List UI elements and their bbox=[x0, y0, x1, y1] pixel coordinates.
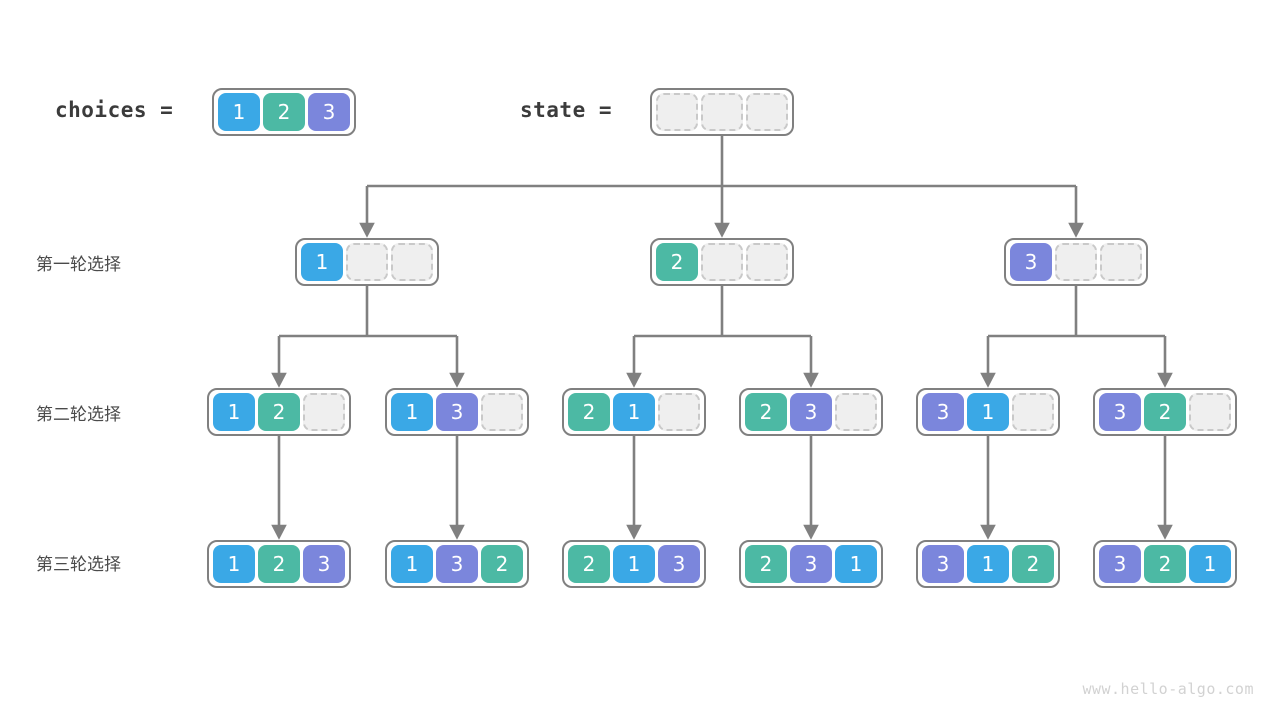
array-cell-value: 3 bbox=[658, 545, 700, 583]
array-cell-value: 1 bbox=[967, 545, 1009, 583]
array-cell-value: 3 bbox=[1010, 243, 1052, 281]
array-cell-empty bbox=[1100, 243, 1142, 281]
array-cell-value: 3 bbox=[790, 393, 832, 431]
array-cell-empty bbox=[1012, 393, 1054, 431]
array-cell-value: 2 bbox=[1144, 545, 1186, 583]
row-label-2: 第二轮选择 bbox=[36, 405, 121, 425]
array-cell-empty bbox=[746, 243, 788, 281]
array-cell-value: 2 bbox=[568, 393, 610, 431]
array-cell-empty bbox=[481, 393, 523, 431]
array-cell-empty bbox=[746, 93, 788, 131]
array-level1-n2: 2 bbox=[650, 238, 794, 286]
row-label-3: 第三轮选择 bbox=[36, 555, 121, 575]
array-cell-value: 1 bbox=[213, 393, 255, 431]
array-cell-value: 1 bbox=[1189, 545, 1231, 583]
array-cell-value: 1 bbox=[613, 545, 655, 583]
array-cell-value: 1 bbox=[301, 243, 343, 281]
array-cell-empty bbox=[701, 93, 743, 131]
array-cell-value: 1 bbox=[218, 93, 260, 131]
array-cell-value: 3 bbox=[1099, 393, 1141, 431]
array-cell-value: 1 bbox=[967, 393, 1009, 431]
array-cell-empty bbox=[303, 393, 345, 431]
array-cell-value: 2 bbox=[745, 393, 787, 431]
array-cell-value: 3 bbox=[303, 545, 345, 583]
array-cell-value: 3 bbox=[790, 545, 832, 583]
array-level1-n3: 3 bbox=[1004, 238, 1148, 286]
array-cell-value: 3 bbox=[436, 393, 478, 431]
array-cell-value: 1 bbox=[835, 545, 877, 583]
array-cell-value: 2 bbox=[258, 393, 300, 431]
array-cell-value: 1 bbox=[391, 393, 433, 431]
array-cell-value: 2 bbox=[745, 545, 787, 583]
array-cell-value: 1 bbox=[213, 545, 255, 583]
array-cell-value: 2 bbox=[568, 545, 610, 583]
array-cell-empty bbox=[658, 393, 700, 431]
array-cell-value: 2 bbox=[263, 93, 305, 131]
array-cell-empty bbox=[1189, 393, 1231, 431]
array-cell-empty bbox=[656, 93, 698, 131]
equation-label-state: state = bbox=[520, 98, 613, 122]
array-level1-n1: 1 bbox=[295, 238, 439, 286]
array-state-root bbox=[650, 88, 794, 136]
array-cell-value: 2 bbox=[1144, 393, 1186, 431]
array-cell-empty bbox=[391, 243, 433, 281]
watermark: www.hello-algo.com bbox=[1082, 680, 1254, 698]
array-cell-value: 3 bbox=[436, 545, 478, 583]
equation-label-choices: choices = bbox=[55, 98, 174, 122]
array-cell-value: 1 bbox=[391, 545, 433, 583]
array-cell-value: 2 bbox=[481, 545, 523, 583]
array-cell-value: 1 bbox=[613, 393, 655, 431]
array-cell-value: 2 bbox=[258, 545, 300, 583]
array-cell-value: 2 bbox=[656, 243, 698, 281]
array-cell-value: 2 bbox=[1012, 545, 1054, 583]
array-cell-value: 3 bbox=[1099, 545, 1141, 583]
array-cell-empty bbox=[1055, 243, 1097, 281]
array-cell-value: 3 bbox=[922, 393, 964, 431]
array-cell-value: 3 bbox=[922, 545, 964, 583]
array-cell-empty bbox=[835, 393, 877, 431]
array-cell-empty bbox=[346, 243, 388, 281]
row-label-1: 第一轮选择 bbox=[36, 255, 121, 275]
array-cell-value: 3 bbox=[308, 93, 350, 131]
array-cell-empty bbox=[701, 243, 743, 281]
